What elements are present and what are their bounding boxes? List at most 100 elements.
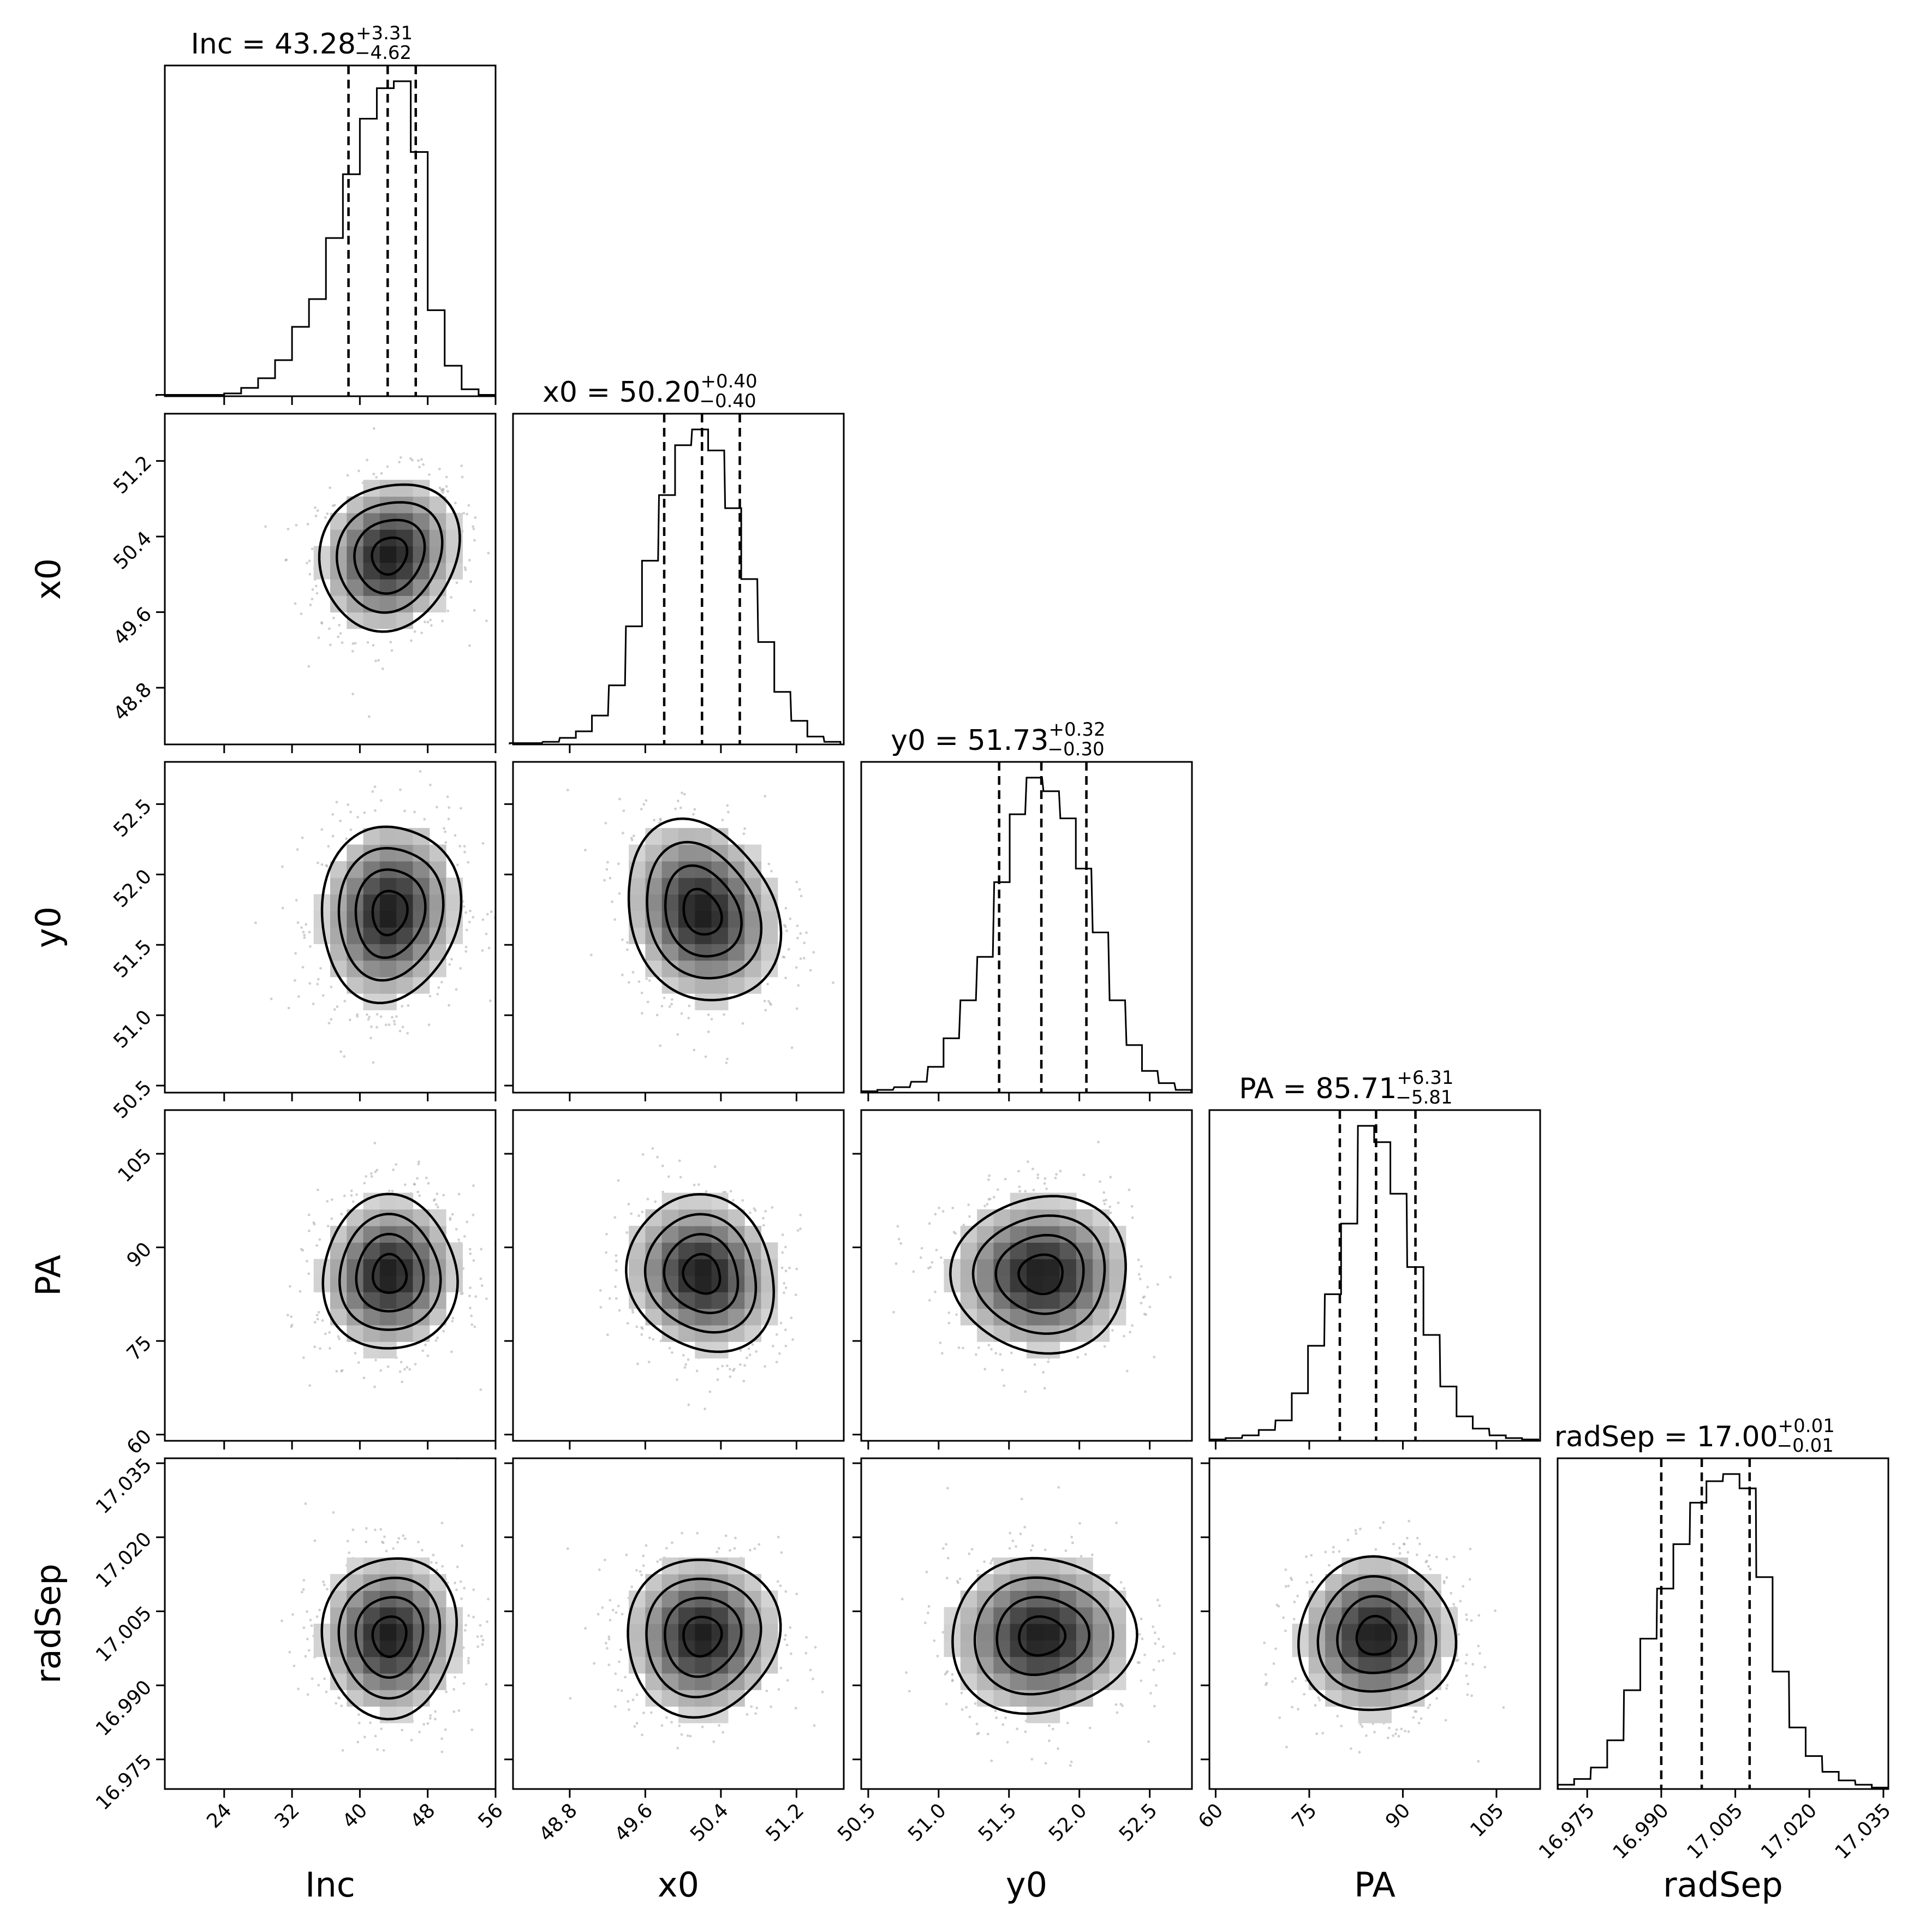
sample-point (934, 1213, 937, 1216)
title-minus: −0.40 (699, 390, 756, 412)
density-cell (1076, 1308, 1093, 1326)
sample-point (1097, 1141, 1100, 1144)
density-cell (1408, 1656, 1425, 1674)
sample-point (374, 1528, 377, 1531)
sample-point (326, 512, 329, 515)
sample-point (645, 977, 648, 980)
sample-point (1144, 1313, 1148, 1316)
sample-point (946, 1670, 949, 1673)
sample-point (648, 1337, 651, 1339)
sample-point (468, 1248, 472, 1251)
sample-point (1017, 1170, 1020, 1173)
contour-2 (995, 1596, 1091, 1677)
sample-point (646, 1000, 649, 1004)
sample-point (1043, 1182, 1046, 1185)
sample-point (812, 951, 815, 954)
density-cell (629, 878, 646, 895)
sample-point (1398, 1552, 1402, 1555)
sample-point (450, 596, 453, 599)
density-cell (993, 1590, 1011, 1608)
sample-point (463, 845, 466, 848)
sample-point (314, 585, 318, 588)
y-tick-label: 17.005 (92, 1602, 156, 1666)
sample-point (1274, 1647, 1277, 1650)
density-cell (363, 612, 380, 629)
density-cell (1375, 1673, 1392, 1690)
panel-frame (164, 413, 497, 746)
sample-point (1272, 1662, 1275, 1665)
sample-point (1291, 1680, 1294, 1683)
sample-point (375, 476, 378, 479)
title-median: 85.71 (1315, 1072, 1397, 1105)
sample-point (485, 932, 488, 935)
density-cell (695, 1574, 712, 1591)
sample-point (748, 1211, 752, 1214)
sample-point (398, 1370, 402, 1373)
sample-point (379, 1015, 383, 1018)
sample-point (286, 1314, 289, 1317)
sample-point (440, 1737, 444, 1740)
sample-point (1137, 1273, 1141, 1276)
sample-point (321, 994, 325, 997)
sample-point (467, 861, 470, 864)
sample-point (688, 1004, 691, 1007)
density-cell (678, 1607, 695, 1624)
sample-point (406, 1031, 409, 1035)
sample-point (621, 832, 624, 834)
sample-point (1446, 1684, 1449, 1687)
sample-point (1108, 1205, 1112, 1208)
sample-point (422, 1723, 426, 1726)
sample-point (339, 632, 342, 635)
density-region (1263, 1519, 1505, 1763)
density-cell (1093, 1624, 1110, 1641)
sample-point (789, 917, 792, 920)
sample-point (768, 1001, 772, 1005)
sample-point (315, 592, 319, 595)
sample-point (466, 512, 469, 516)
sample-point (356, 1013, 359, 1016)
sample-point (451, 1320, 454, 1323)
sample-point (476, 1635, 479, 1638)
sample-point (605, 868, 609, 871)
density-cell (363, 1242, 380, 1260)
contour-1 (1355, 1614, 1398, 1656)
sample-point (311, 1677, 314, 1680)
sample-point (615, 1297, 618, 1300)
density-cell (1358, 1673, 1375, 1690)
sample-point (615, 1268, 618, 1272)
density-cell (695, 944, 712, 961)
sample-point (329, 1347, 331, 1350)
sample-point (721, 1364, 724, 1368)
sample-point (994, 1352, 998, 1355)
sample-point (763, 999, 766, 1003)
density-region (264, 427, 490, 718)
sample-point (485, 619, 488, 623)
sample-point (716, 1367, 719, 1370)
title-prefix: PA = (1239, 1072, 1315, 1105)
density-cell (645, 1259, 663, 1276)
density-cell (1027, 1259, 1043, 1276)
sample-point (376, 1748, 379, 1751)
sample-point (430, 624, 433, 627)
sample-point (427, 1182, 430, 1185)
density-cell (1325, 1673, 1342, 1690)
sample-point (452, 1710, 456, 1713)
y-tick-label: 17.020 (92, 1528, 156, 1593)
histogram-y0 (861, 777, 1192, 1093)
density-cell (695, 1259, 712, 1276)
hist-panel-inc: Inc = 43.28+3.31−4.62 (155, 22, 497, 397)
sample-point (300, 1590, 303, 1594)
panel-frame (164, 64, 497, 397)
sample-point (481, 1638, 485, 1642)
sample-point (448, 1004, 451, 1007)
panel-frame (1208, 1457, 1541, 1790)
sample-point (1196, 1676, 1199, 1679)
density-cell (1292, 1640, 1309, 1657)
sample-point (1428, 1703, 1432, 1707)
sample-point (637, 1214, 640, 1217)
sample-point (659, 1044, 662, 1047)
sample-point (308, 1384, 312, 1387)
sample-point (1305, 1555, 1308, 1558)
sample-point (401, 1728, 404, 1732)
sample-point (379, 799, 383, 802)
